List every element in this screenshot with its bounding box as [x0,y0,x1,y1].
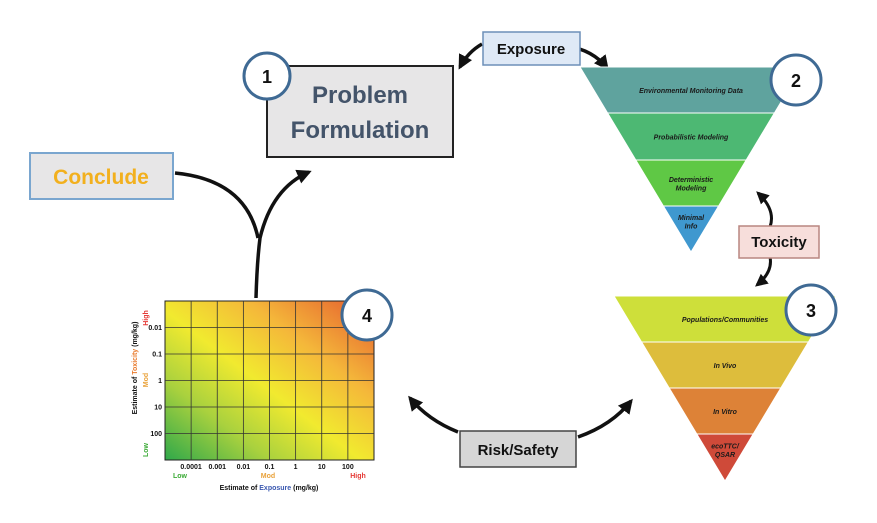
x-high-label: High [350,473,366,480]
toxicity-tier-1-label: Populations/Communities [682,317,768,324]
risk-matrix-grid [165,301,374,460]
y-tick-label: 1 [158,378,162,385]
x-tick-label: 1 [294,464,298,471]
toxicity-tier-4 [695,433,755,482]
conclude-label: Conclude [53,166,149,189]
arrow-risk-to-pyramid [577,398,633,439]
risk-safety-label: Risk/Safety [478,442,560,459]
y-tick-label: 0.01 [148,325,162,332]
arrow-heatmap-to-problem [254,169,312,299]
arrow-risk-to-heatmap [408,395,459,434]
arrow-exposure-to-problem [458,42,483,70]
risk-matrix: 0.0001 0.001 0.01 0.1 1 10 100 0.01 0.1 1 10 100 L… [132,300,375,492]
y-mod-label: Mod [143,373,150,387]
problem-title-line2: Formulation [291,117,430,144]
toxicity-label: Toxicity [751,234,807,251]
exposure-tier-3-label: Modeling [676,185,707,192]
y-axis-label: Estimate of Toxicity (mg/kg) [132,322,139,415]
y-tick-label: 10 [154,405,162,412]
badge-4-number: 4 [362,306,372,326]
toxicity-tier-pyramid: Populations/Communities In Vivo In Vitro ec… [613,295,837,482]
exposure-label: Exposure [497,41,565,58]
badge-2: 2 [769,53,823,107]
x-tick-label: 0.001 [208,464,226,471]
exposure-tier-2-label: Probabilistic Modeling [654,135,729,142]
exposure-tier-4-label: Info [685,223,699,230]
toxicity-tier-4-label: QSAR [715,452,735,459]
toxicity-box [738,225,820,259]
arrow-toxicity-to-pyramid [755,256,772,287]
conclude-box [29,152,174,200]
x-tick-label: 0.01 [237,464,251,471]
toxicity-tier-2-label: In Vivo [714,363,737,370]
x-tick-label: 0.0001 [180,464,202,471]
badge-1: 1 [242,51,292,101]
x-tick-label: 10 [318,464,326,471]
y-high-label: High [143,310,150,326]
x-low-label: Low [173,473,188,480]
exposure-tier-pyramid: Environmental Monitoring DataProbabilist… [579,66,803,253]
exposure-tier-3-label: Deterministic [669,177,713,184]
badge-1-number: 1 [262,67,272,87]
arrow-conclude-curve [174,171,260,239]
x-tick-label: 0.1 [265,464,275,471]
toxicity-tier-4-label: ecoTTC/ [711,443,740,450]
badge-2-number: 2 [791,71,801,91]
x-tick-labels: 0.0001 0.001 0.01 0.1 1 10 100 [180,464,353,471]
badge-3: 3 [784,283,838,337]
problem-formulation-box [266,65,454,158]
exposure-tier-1-label: Environmental Monitoring Data [639,88,743,95]
badge-4: 4 [340,288,394,342]
y-low-label: Low [143,442,150,457]
exposure-tier-4 [662,205,720,253]
x-mod-label: Mod [261,473,275,480]
risk-safety-box [459,430,577,468]
x-tick-label: 100 [342,464,354,471]
y-tick-label: 0.1 [152,352,162,359]
y-tick-labels: 0.01 0.1 1 10 100 [148,325,162,438]
toxicity-tier-3-label: In Vitro [713,409,738,416]
y-tick-label: 100 [150,431,162,438]
exposure-tier-4-label: Minimal [678,215,705,222]
arrow-pyramid-to-toxicity [756,191,773,228]
problem-title-line1: Problem [312,82,408,109]
badge-3-number: 3 [806,301,816,321]
exposure-box [482,31,581,66]
x-axis-label: Estimate of Exposure (mg/kg) [220,485,319,492]
